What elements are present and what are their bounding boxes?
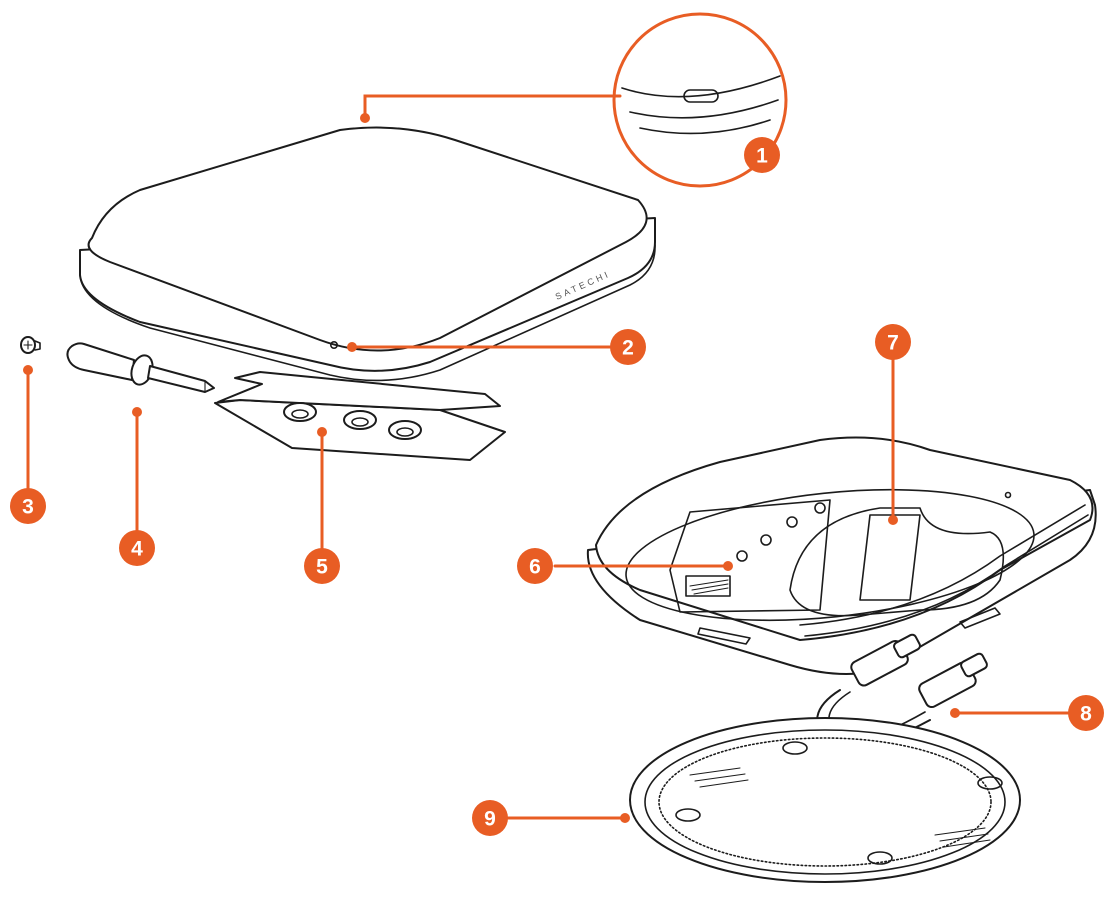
svg-text:1: 1: [756, 145, 768, 168]
svg-text:8: 8: [1080, 703, 1092, 726]
callout-8: 8: [1068, 695, 1104, 731]
callout-9: 9: [472, 800, 508, 836]
leader-lines: [23, 94, 1070, 823]
usb-c-port-icon: [683, 89, 719, 103]
callout-4: 4: [119, 530, 155, 566]
enclosure-bottom: [586, 436, 1097, 675]
ssd-connector: [685, 575, 731, 597]
adhesive-pad: [214, 371, 506, 461]
callout-1: 1: [744, 137, 780, 173]
svg-text:2: 2: [622, 337, 634, 360]
svg-text:9: 9: [484, 808, 496, 831]
callout-5: 5: [304, 548, 340, 584]
svg-text:7: 7: [887, 332, 899, 355]
screw-icon: [20, 336, 41, 354]
bottom-plate: [629, 717, 1021, 883]
svg-text:3: 3: [22, 496, 34, 519]
callout-6: 6: [517, 548, 553, 584]
callout-7: 7: [875, 324, 911, 360]
screwdriver-icon: [66, 342, 215, 393]
svg-text:5: 5: [316, 556, 328, 579]
zoom-detail-port: [612, 12, 788, 188]
svg-text:4: 4: [131, 538, 143, 561]
svg-text:6: 6: [529, 556, 541, 579]
callout-2: 2: [610, 329, 646, 365]
callout-3: 3: [10, 488, 46, 524]
led-indicator-icon: [329, 340, 338, 349]
enclosure-top: SATECHI: [79, 126, 656, 382]
